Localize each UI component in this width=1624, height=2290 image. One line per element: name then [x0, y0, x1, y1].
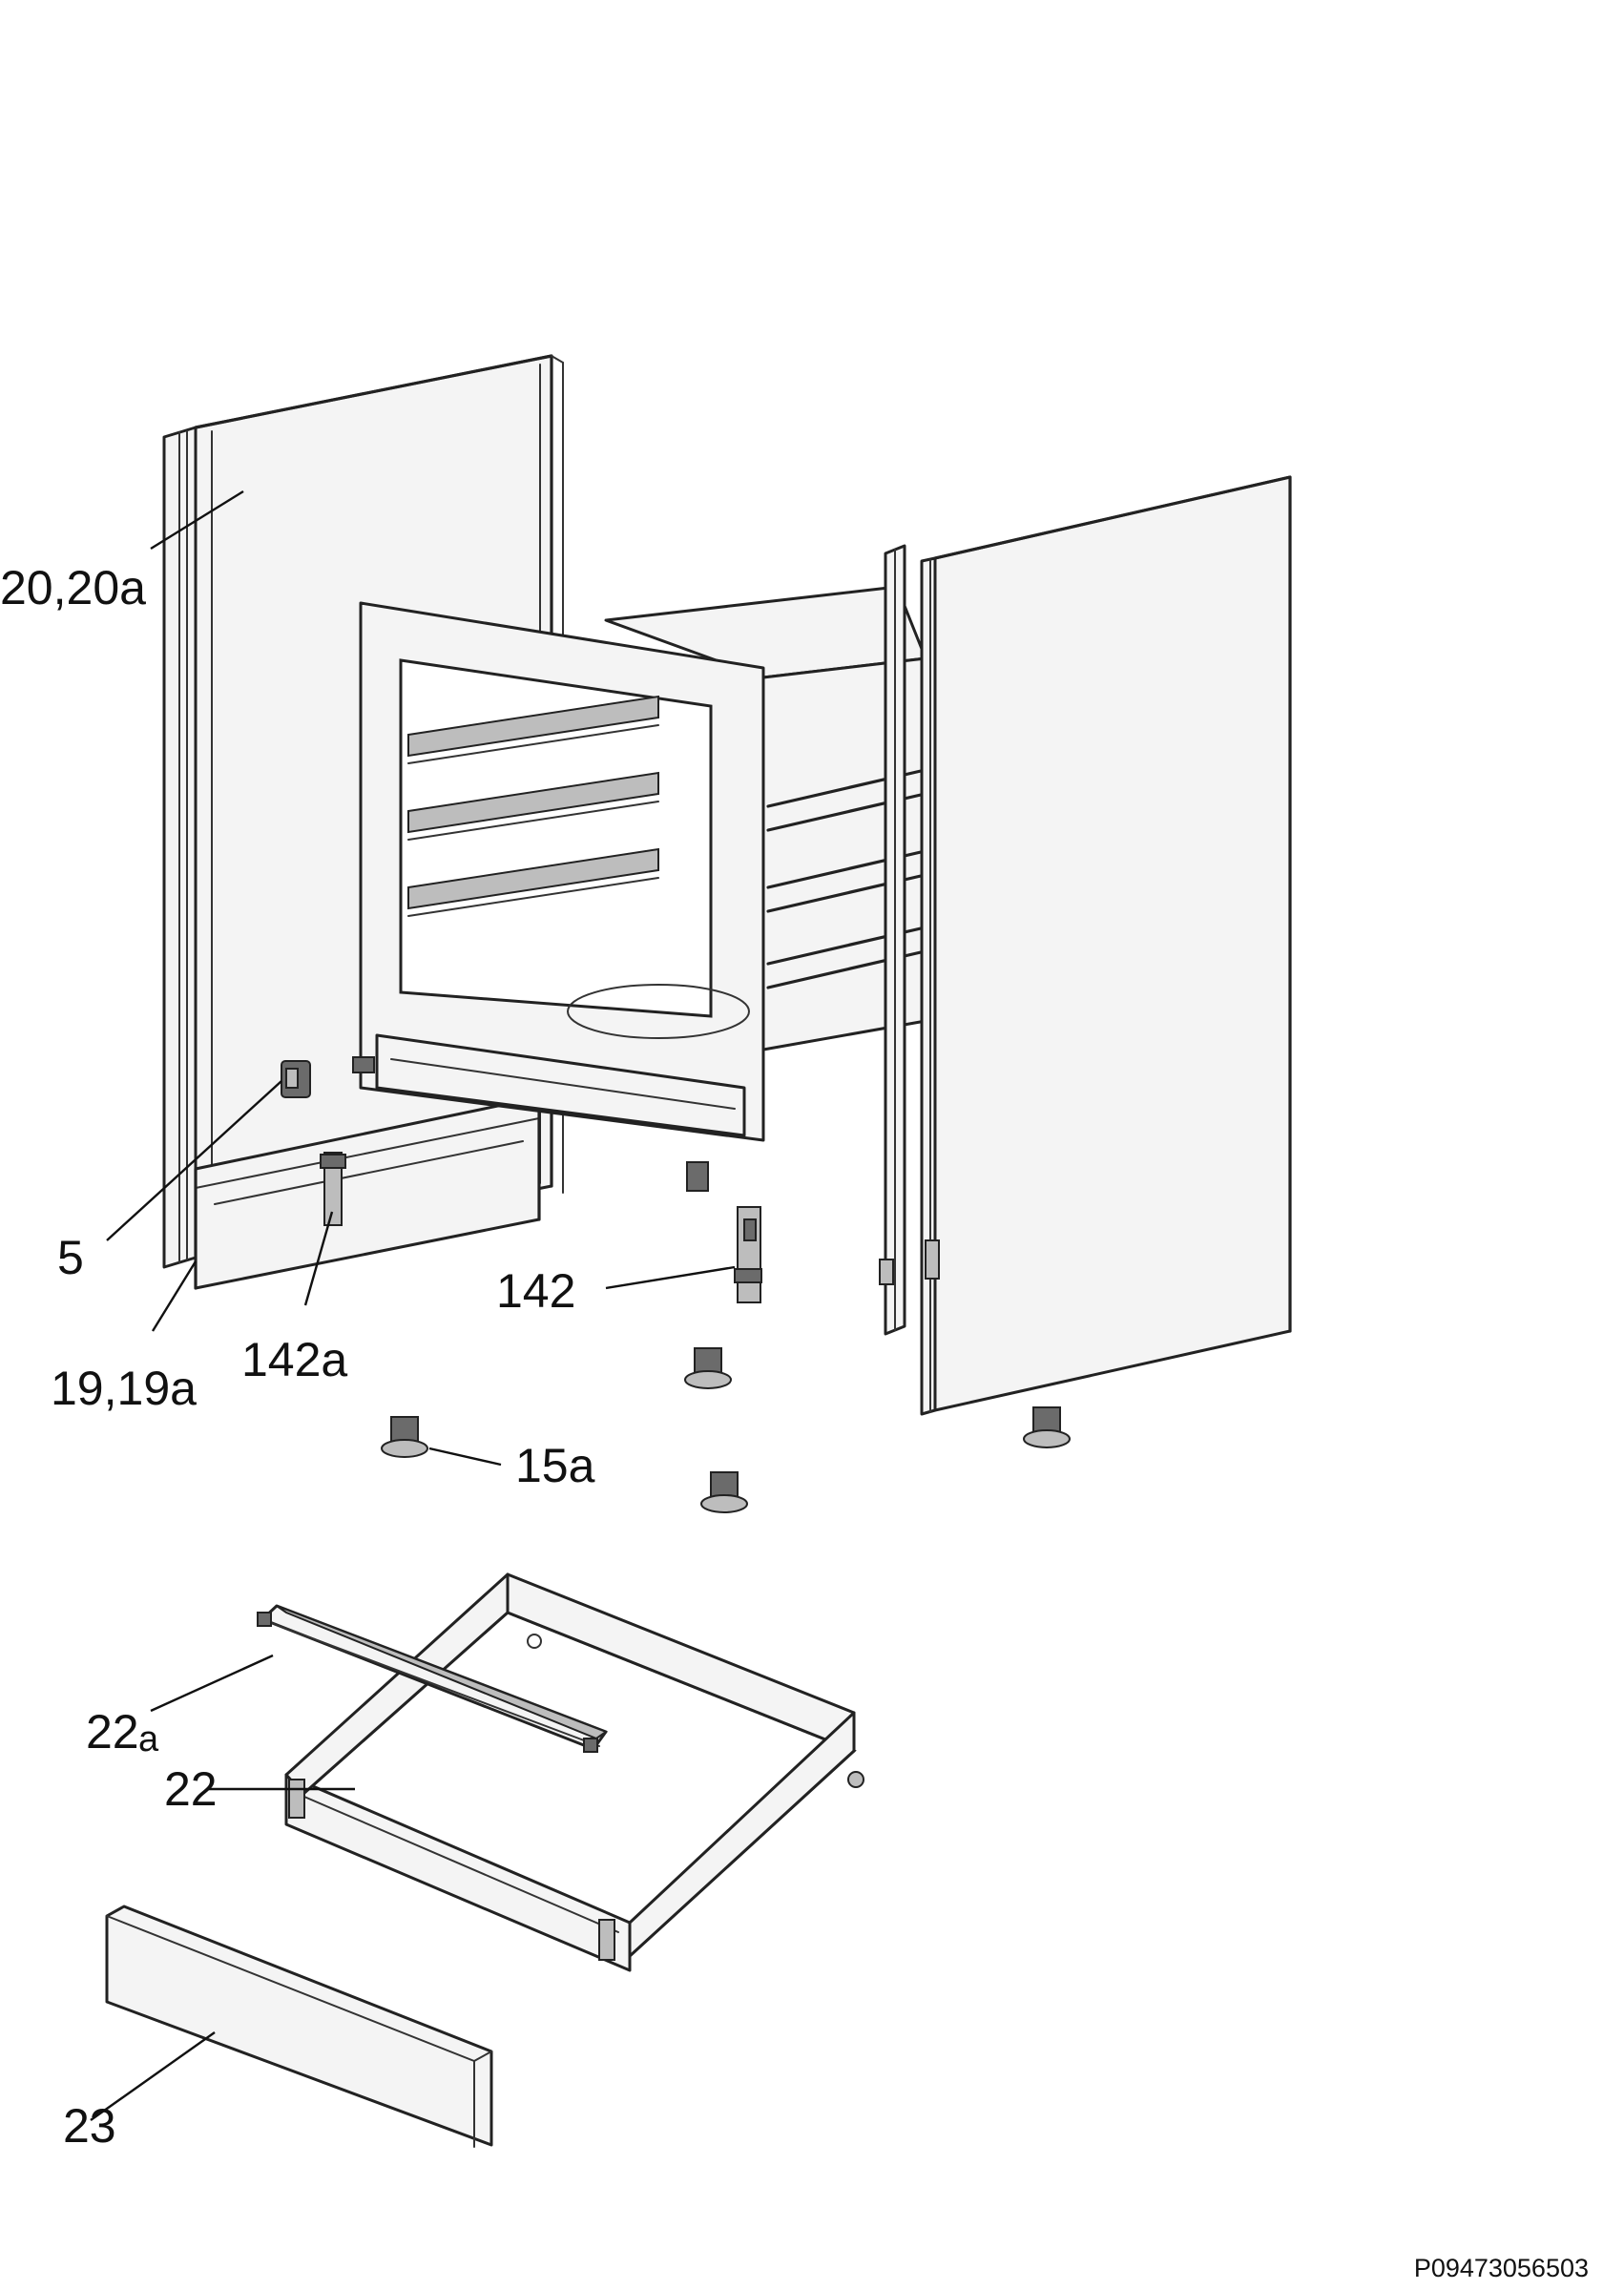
callout-22a: 22 [86, 1705, 139, 1759]
rear-frame [194, 1095, 541, 1290]
callout-22: 22 [164, 1762, 218, 1816]
side-rail-strip [879, 544, 906, 1336]
callout-15a: 15a [515, 1439, 595, 1492]
bracket-left [320, 1152, 346, 1226]
callout-23: 23 [63, 2099, 116, 2153]
leader-lines [90, 489, 736, 2121]
drawer-tray [284, 1572, 864, 1972]
foot-2 [684, 1347, 732, 1389]
bracket-right [734, 1206, 762, 1303]
drawer-front-panel [105, 1905, 493, 2148]
callout-142a: 142a [241, 1333, 347, 1386]
foot-4 [1023, 1406, 1071, 1448]
callout-19-19a: 19,19a [51, 1362, 197, 1415]
foot-3 [700, 1471, 748, 1513]
document-reference: P09473056503 [1414, 2254, 1589, 2282]
foot-1 [381, 1416, 428, 1458]
clip-part [281, 1060, 311, 1098]
callout-5: 5 [57, 1231, 84, 1284]
callout-22a-suffix: a [138, 1719, 159, 1759]
callout-142: 142 [496, 1264, 575, 1318]
side-panel-right [920, 475, 1292, 1416]
handle-strip [257, 1604, 609, 1753]
callout-20-20a: 20,20a [0, 561, 146, 614]
